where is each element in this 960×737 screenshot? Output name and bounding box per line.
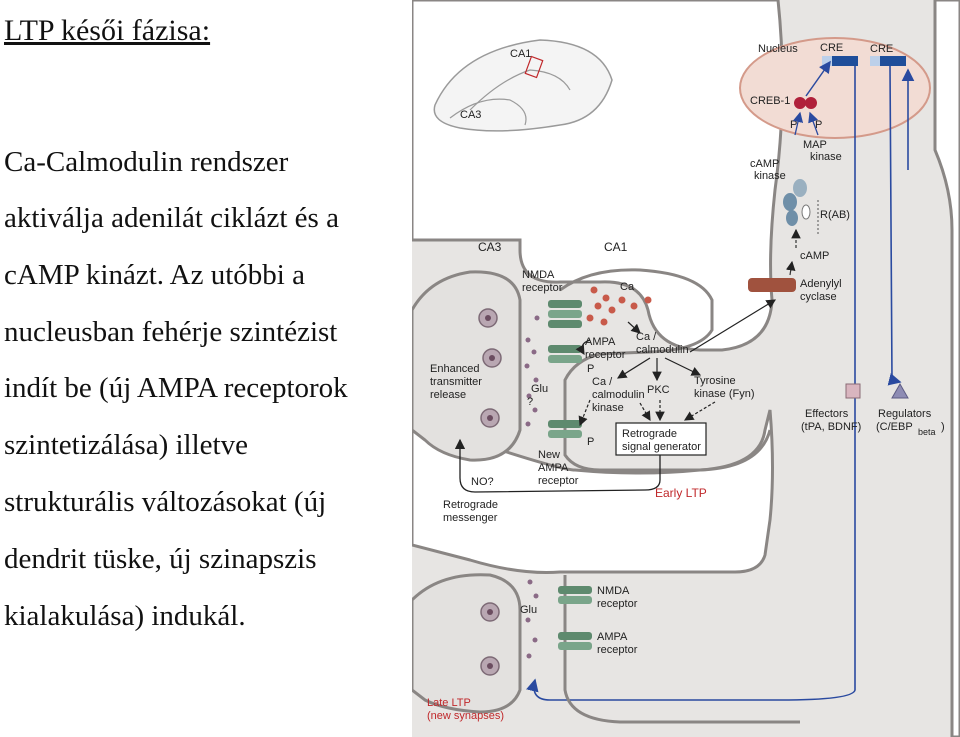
ca-label: Ca: [620, 281, 635, 293]
ampa-receptor-upper: [548, 345, 582, 363]
enhanced-label-2: transmitter: [430, 376, 482, 388]
slide-title: LTP késői fázisa:: [4, 14, 211, 47]
late-ltp-label-1: Late LTP: [427, 697, 471, 709]
cre-gene-1: [822, 56, 858, 66]
tyrosine-label-1: Tyrosine: [694, 375, 736, 387]
retrograde-msg-label-2: messenger: [443, 512, 498, 524]
ca1-label: CA1: [604, 240, 628, 254]
new-ampa-label-2: AMPA: [538, 462, 569, 474]
r-ab-label: R(AB): [820, 209, 850, 221]
ampa-receptor-lower: [558, 632, 592, 650]
ltp-mechanism-diagram: CA1 CA3 Nucleus CRE CRE CREB-1 P P MAP k…: [412, 0, 960, 737]
effectors-label-2: (tPA, BDNF): [801, 421, 861, 433]
ca-calmodulin-label-2: calmodulin: [636, 344, 689, 356]
nmda-lower-label-1: NMDA: [597, 585, 630, 597]
late-ltp-pathway-arrow: [526, 66, 856, 701]
new-ampa-label-3: receptor: [538, 475, 579, 487]
ca3-label: CA3: [478, 240, 502, 254]
enhanced-label-1: Enhanced: [430, 363, 480, 375]
nmda-receptor-lower: [558, 586, 592, 604]
phospho-label-1: P: [790, 119, 797, 131]
phospho-new-label: P: [587, 436, 594, 448]
nmda-receptor-upper: [548, 300, 582, 328]
inset-ca1-label: CA1: [510, 48, 531, 60]
regulators-label-2: (C/EBP: [876, 421, 913, 433]
map-kinase-label-1: MAP: [803, 139, 827, 151]
paragraph-line-1: Ca-Calmodulin rendszer: [4, 146, 289, 178]
map-kinase-label-2: kinase: [810, 151, 842, 163]
adenylyl-label-1: Adenylyl: [800, 278, 842, 290]
effectors-label-1: Effectors: [805, 408, 849, 420]
phospho-ampa-label: P: [587, 363, 594, 375]
postsynaptic-spine-lower: [563, 575, 800, 724]
ca-cam-kinase-label-1: Ca /: [592, 376, 613, 388]
paragraph-line-3: cAMP kinázt. Az utóbbi a: [4, 259, 305, 291]
synaptic-vesicles-lower: [480, 602, 500, 676]
postsynaptic-spine-upper: [559, 268, 772, 472]
regulators-marker: [891, 382, 909, 399]
ampa-label-2: receptor: [585, 349, 626, 361]
regulators-label-1: Regulators: [878, 408, 932, 420]
camp-kinase-label-2: kinase: [754, 170, 786, 182]
glu-label-bottom: Glu: [520, 604, 537, 616]
presynaptic-terminal-lower: [412, 573, 522, 714]
tyrosine-label-2: kinase (Fyn): [694, 388, 755, 400]
creb-to-cre-arrow: [805, 60, 831, 97]
camp-kinase-complex: [783, 179, 811, 226]
adenylyl-label-2: cyclase: [800, 291, 837, 303]
retrograde-messenger-arrow: [454, 438, 661, 493]
synaptic-vesicles-upper: [478, 308, 502, 428]
camp-kinase-label-1: cAMP: [750, 158, 779, 170]
retrograde-msg-label-1: Retrograde: [443, 499, 498, 511]
retrograde-gen-label-1: Retrograde: [622, 428, 677, 440]
paragraph-line-9: kialakulása) indukál.: [4, 600, 246, 632]
question-label: ?: [527, 396, 533, 408]
late-ltp-label-2: (new synapses): [427, 710, 504, 722]
ca-cam-kinase-label-3: kinase: [592, 402, 624, 414]
new-ampa-receptor: [548, 420, 582, 438]
early-ltp-label: Early LTP: [655, 486, 707, 500]
nmda-label-1: NMDA: [522, 269, 555, 281]
retrograde-signal-generator-box: [615, 422, 707, 456]
cre-label-2: CRE: [870, 43, 893, 55]
ca-calmodulin-label-1: Ca /: [636, 331, 657, 343]
regulators-subscript: beta: [918, 427, 936, 437]
hippocampus-inset: CA1 CA3: [433, 39, 613, 132]
ampa-lower-label-1: AMPA: [597, 631, 628, 643]
ca-cam-kinase-label-2: calmodulin: [592, 389, 645, 401]
creb-dimer-right: [805, 97, 817, 109]
nmda-label-2: receptor: [522, 282, 563, 294]
paragraph-line-6: szintetizálása) illetve: [4, 429, 248, 461]
phospho-label-2: P: [815, 119, 822, 131]
regulators-pathway-arrow: [887, 65, 902, 386]
creb-dimer-left: [794, 97, 806, 109]
effectors-marker: [845, 383, 861, 399]
ampa-label-1: AMPA: [585, 336, 616, 348]
new-ampa-label-1: New: [538, 449, 560, 461]
inset-ca3-label: CA3: [460, 109, 481, 121]
paragraph-line-5: indít be (új AMPA receptorok: [4, 372, 348, 404]
camp-label: cAMP: [800, 250, 829, 262]
paragraph-line-2: aktiválja adenilát ciklázt és a: [4, 202, 339, 234]
ampa-lower-label-2: receptor: [597, 644, 638, 656]
paragraph-line-8: dendrit tüske, új szinapszis: [4, 543, 317, 575]
right-extracellular-space: [933, 0, 960, 737]
enhanced-label-3: release: [430, 389, 466, 401]
creb-label: CREB-1: [750, 95, 790, 107]
cre-label-1: CRE: [820, 42, 843, 54]
pkc-label: PKC: [647, 384, 670, 396]
nucleus-label: Nucleus: [758, 43, 798, 55]
cre-gene-2: [870, 56, 906, 66]
glu-label-top: Glu: [531, 383, 548, 395]
retrograde-gen-label-2: signal generator: [622, 441, 701, 453]
nmda-lower-label-2: receptor: [597, 598, 638, 610]
no-label: NO?: [471, 476, 494, 488]
released-glutamate-lower: [525, 579, 539, 659]
calcium-ions: [586, 286, 652, 326]
adenylyl-cyclase: [748, 278, 796, 292]
paragraph-line-4: nucleusban fehérje szintézist: [4, 316, 338, 348]
released-glutamate-upper: [524, 315, 540, 427]
paragraph-line-7: strukturális változásokat (új: [4, 486, 327, 518]
regulators-label-3: ): [941, 421, 945, 433]
